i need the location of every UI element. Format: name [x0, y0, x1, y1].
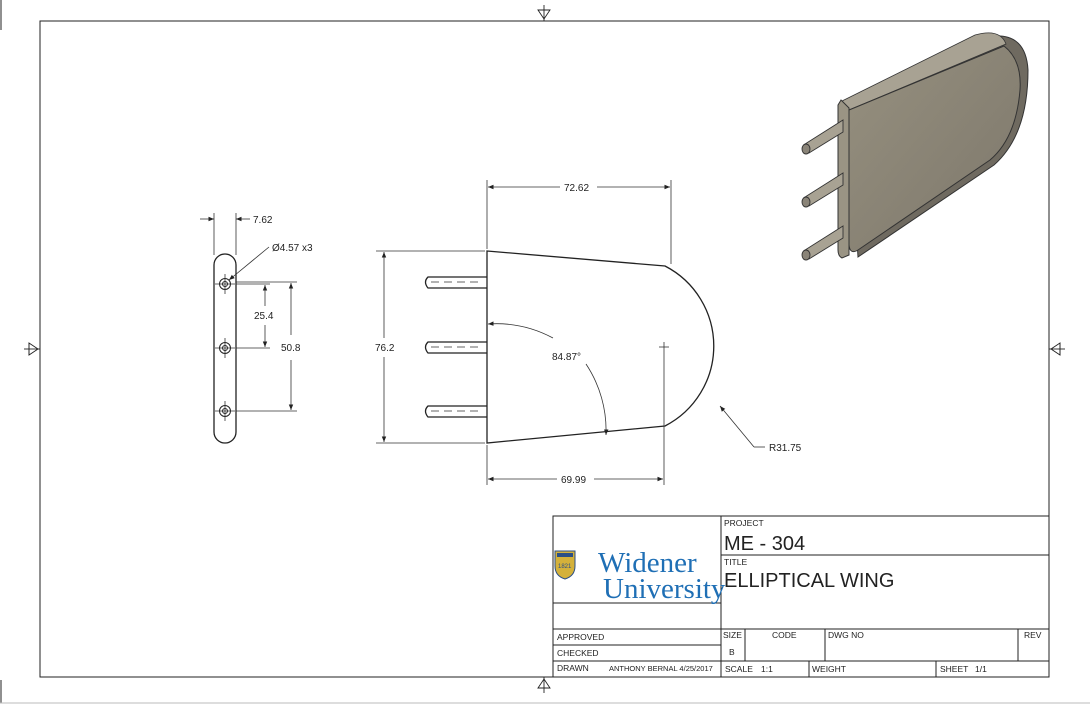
- title-label: TITLE: [724, 557, 747, 567]
- code-label: CODE: [772, 630, 797, 640]
- front-view: 72.62 76.2 84.87° 69.99 R31.75: [375, 180, 802, 486]
- drawn-label: DRAWN: [557, 663, 589, 673]
- size-value: B: [729, 647, 735, 657]
- dim-bottom-length: 69.99: [561, 475, 586, 486]
- university-name-line2: University: [603, 573, 726, 605]
- sheet-value: 1/1: [975, 664, 987, 674]
- hole-bottom: [215, 401, 235, 421]
- dim-hole-span: 50.8: [281, 343, 301, 354]
- size-label: SIZE: [723, 630, 742, 640]
- hole-middle: [215, 338, 235, 358]
- sheet-label: SHEET: [940, 664, 968, 674]
- rev-label: REV: [1024, 630, 1042, 640]
- dwg-no-label: DWG NO: [828, 630, 864, 640]
- dim-top-length: 72.62: [564, 183, 589, 194]
- pin-top: [424, 276, 487, 289]
- dim-hole-pitch: 25.4: [254, 311, 274, 322]
- iso-pin-bottom: [801, 225, 844, 261]
- project-value: ME - 304: [724, 533, 805, 555]
- pin-bottom: [424, 405, 487, 418]
- university-name-line1: Widener: [598, 547, 697, 579]
- approved-label: APPROVED: [557, 632, 604, 642]
- dim-angle: 84.87°: [552, 352, 581, 363]
- title-block: 1821 Widener University PROJECT ME - 304…: [552, 515, 1050, 678]
- weight-label: WEIGHT: [812, 664, 846, 674]
- dim-hole-diameter: Ø4.57 x3: [272, 243, 313, 254]
- title-value: ELLIPTICAL WING: [724, 570, 894, 592]
- crest-year: 1821: [558, 564, 572, 570]
- project-label: PROJECT: [724, 518, 764, 528]
- dim-radius: R31.75: [769, 443, 802, 454]
- checked-label: CHECKED: [557, 648, 599, 658]
- drawn-value: ANTHONY BERNAL 4/25/2017: [609, 664, 713, 673]
- scale-label: SCALE: [725, 664, 753, 674]
- centering-marks: [24, 5, 1065, 693]
- side-view: 7.62 Ø4.57 x3 25.4 50.8: [200, 213, 313, 444]
- dim-thickness: 7.62: [253, 215, 273, 226]
- dim-height: 76.2: [375, 343, 395, 354]
- hole-top: [215, 274, 235, 294]
- isometric-view: [801, 32, 1029, 261]
- scale-value: 1:1: [761, 664, 773, 674]
- pin-middle: [424, 341, 487, 354]
- iso-pin-top: [801, 119, 844, 155]
- university-crest: 1821: [554, 550, 576, 580]
- iso-pin-middle: [801, 172, 844, 208]
